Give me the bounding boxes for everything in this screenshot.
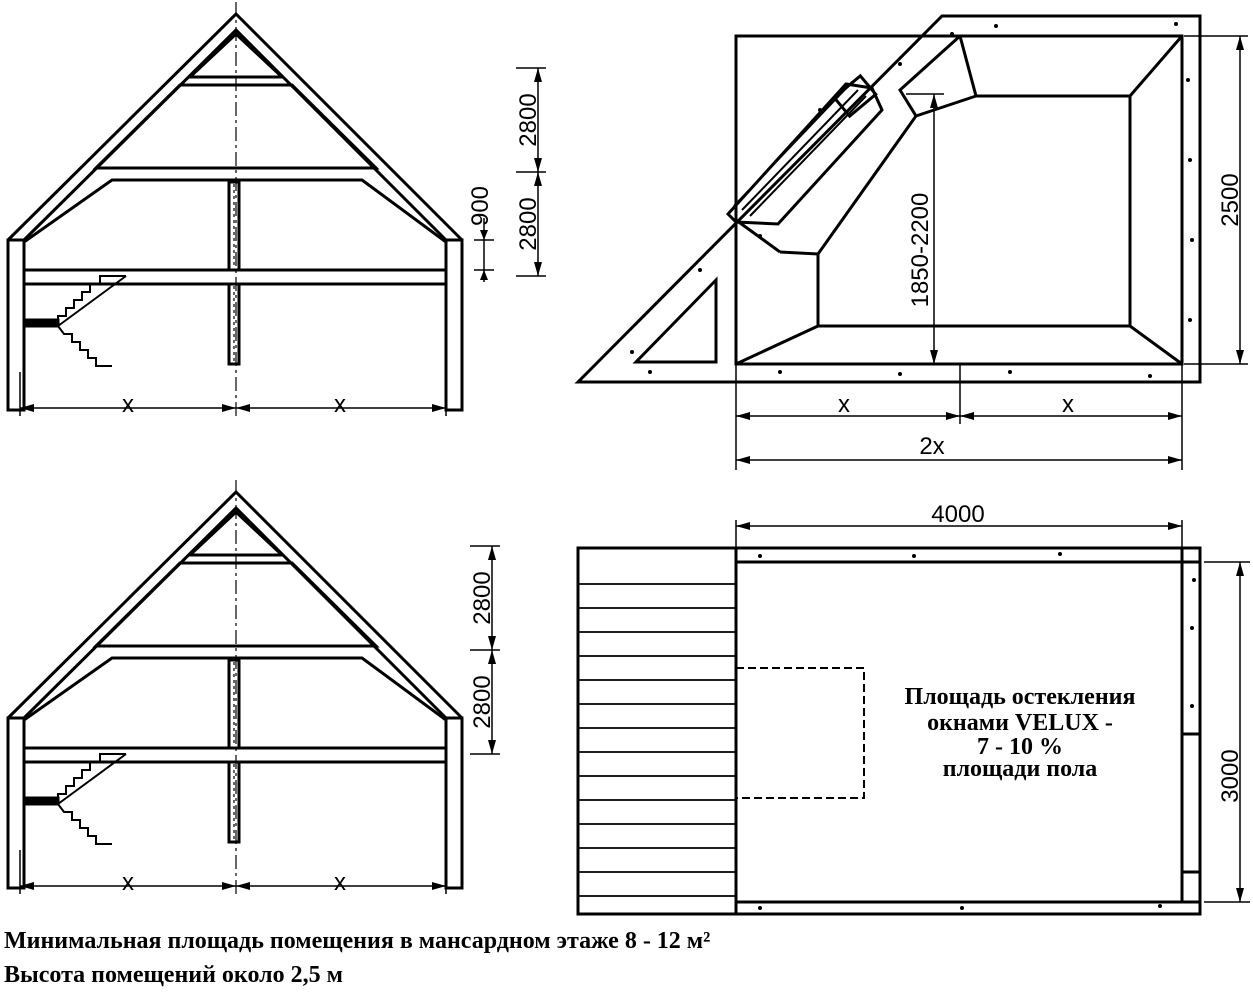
section-bottom-dim-upper: 2800 xyxy=(469,571,496,624)
plan-note-line-1: Площадь остекления xyxy=(905,684,1136,710)
window-dim-window-height: 1850-2200 xyxy=(907,193,934,308)
window-detail: 2500 1850-2200 x x 2x xyxy=(574,14,1248,470)
section-top-dim-lower: 2800 xyxy=(515,197,542,250)
section-top-dim-left: x xyxy=(122,391,134,418)
section-bottom-dim-lower: 2800 xyxy=(469,675,496,728)
plan-dim-depth: 3000 xyxy=(1217,749,1244,802)
section-top: 2800 2800 900 x x xyxy=(6,0,546,422)
window-dim-height: 2500 xyxy=(1217,173,1244,226)
plan-note-line-4: площади пола xyxy=(943,756,1098,782)
plan-note-line-2: окнами VELUX - xyxy=(927,710,1113,736)
caption-min-area: Минимальная площадь помещения в мансардн… xyxy=(4,928,711,954)
floor-plan: 4000 3000 Площадь остекления окнами VELU… xyxy=(576,501,1250,916)
section-bottom: 2800 2800 x x xyxy=(6,478,500,900)
plan-note-line-3: 7 - 10 % xyxy=(977,734,1063,760)
plan-dim-width: 4000 xyxy=(931,501,984,528)
window-dim-left: x xyxy=(838,391,850,418)
section-bottom-dim-left: x xyxy=(122,869,134,896)
section-bottom-dim-right: x xyxy=(334,869,346,896)
section-top-dim-right: x xyxy=(334,391,346,418)
window-dim-right: x xyxy=(1062,391,1074,418)
window-dim-total: 2x xyxy=(919,433,944,460)
section-top-dim-floor: 900 xyxy=(467,186,494,226)
section-top-dim-upper: 2800 xyxy=(515,93,542,146)
caption-room-height: Высота помещений около 2,5 м xyxy=(4,962,343,988)
